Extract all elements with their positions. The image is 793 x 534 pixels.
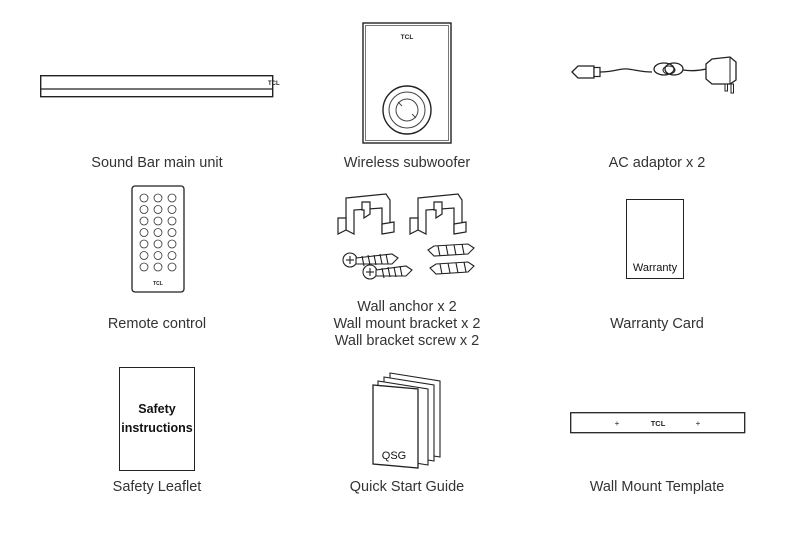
- soundbar-label: Sound Bar main unit: [40, 155, 274, 172]
- warranty-label: Warranty Card: [562, 316, 752, 333]
- soundbar-icon: TCL: [39, 74, 280, 98]
- remote-button: [139, 228, 149, 237]
- remote-button: [139, 262, 149, 272]
- quick-start-guide-icon: QSG: [372, 372, 441, 469]
- remote-button: [167, 216, 177, 226]
- qsg-text: QSG: [382, 450, 406, 462]
- subwoofer-icon: TCL: [362, 22, 452, 144]
- qsg-label-line: Quick Start Guide: [349, 479, 465, 495]
- wall-mount-hardware-icon: [337, 193, 475, 280]
- remote-button: [139, 193, 149, 203]
- remote-button: [139, 216, 149, 226]
- warranty-card-text: Warranty: [632, 262, 678, 274]
- remote-button: [167, 228, 177, 237]
- remote-control-icon: TCL: [131, 185, 185, 293]
- hardware-label-line-3: Wall bracket screw x 2: [334, 333, 480, 349]
- svg-text:+: +: [615, 419, 620, 428]
- subwoofer-label: Wireless subwoofer: [312, 155, 502, 172]
- warranty-card-icon: Warranty: [626, 199, 684, 279]
- remote-button: [167, 239, 177, 249]
- template-label: Wall Mount Template: [552, 479, 762, 496]
- soundbar-logo: TCL: [268, 81, 280, 87]
- remote-button: [153, 205, 163, 214]
- remote-logo: TCL: [153, 281, 163, 287]
- remote-button: [167, 251, 177, 260]
- template-label-line: Wall Mount Template: [589, 479, 725, 495]
- wall-mount-template-icon: + + TCL: [570, 412, 746, 434]
- adaptor-label: AC adaptor x 2: [562, 155, 752, 172]
- svg-text:+: +: [696, 419, 701, 428]
- remote-button: [153, 228, 163, 237]
- safety-leaflet-icon: Safety instructions: [119, 367, 195, 471]
- remote-button: [153, 251, 163, 260]
- remote-button: [153, 262, 163, 272]
- safety-text-line-2: instructions: [121, 421, 193, 435]
- remote-button: [167, 205, 177, 214]
- remote-button: [153, 239, 163, 249]
- adaptor-label-line: AC adaptor x 2: [608, 155, 706, 171]
- warranty-label-line: Warranty Card: [610, 316, 704, 332]
- subwoofer-label-line: Wireless subwoofer: [343, 155, 471, 171]
- remote-button: [153, 216, 163, 226]
- hardware-label: Wall anchor x 2 Wall mount bracket x 2 W…: [302, 299, 512, 350]
- remote-label-line: Remote control: [107, 316, 207, 332]
- remote-button: [139, 251, 149, 260]
- safety-text-line-1: Safety: [138, 402, 176, 416]
- hardware-label-line-2: Wall mount bracket x 2: [333, 316, 481, 332]
- soundbar-label-line: Sound Bar main unit: [91, 155, 223, 171]
- remote-label: Remote control: [62, 316, 252, 333]
- remote-button: [139, 239, 149, 249]
- template-logo: TCL: [651, 419, 666, 428]
- qsg-label: Quick Start Guide: [312, 479, 502, 496]
- remote-button: [153, 193, 163, 203]
- ac-adaptor-icon: [571, 56, 737, 94]
- safety-label: Safety Leaflet: [62, 479, 252, 496]
- remote-button: [139, 205, 149, 214]
- safety-label-line: Safety Leaflet: [112, 479, 202, 495]
- remote-button: [167, 262, 177, 272]
- remote-button: [167, 193, 177, 203]
- subwoofer-logo: TCL: [401, 34, 414, 41]
- hardware-label-line-1: Wall anchor x 2: [357, 299, 457, 315]
